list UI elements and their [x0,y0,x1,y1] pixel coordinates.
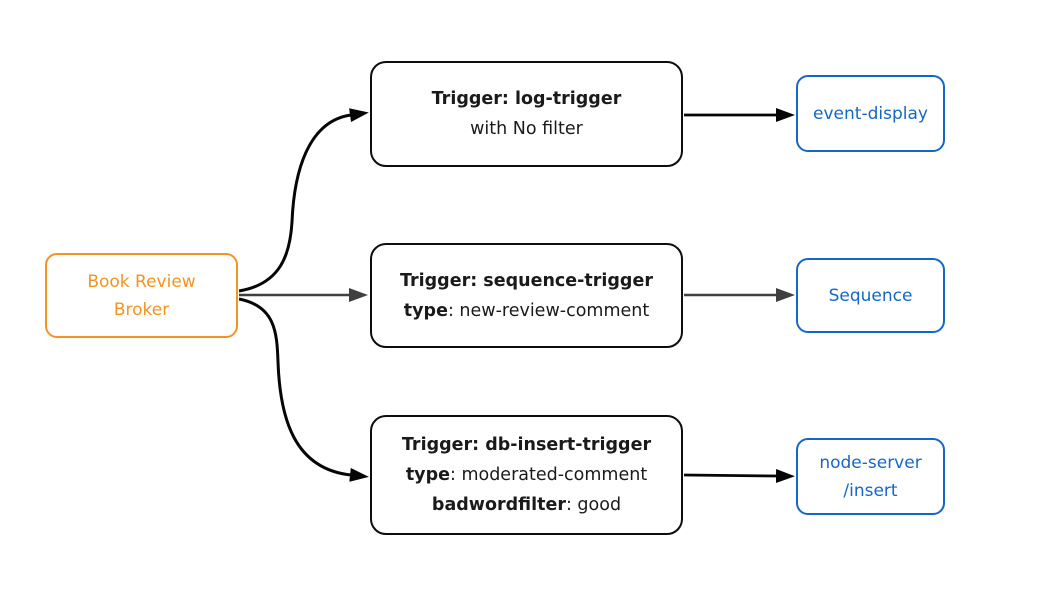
sink-node-server-label-line1: node-server [819,452,922,473]
attribute-key: badwordfilter [431,495,566,515]
edge-broker-to-trigger-db-insert [238,297,369,482]
broker-label-line2: Broker [113,299,170,320]
trigger-sequence-title: Trigger: sequence-trigger [400,270,653,291]
sink-node-server-node: node-server /insert [796,438,945,515]
attribute-value: : good [565,495,622,515]
trigger-sequence-attribute: type: new-review-comment [404,296,649,326]
trigger-db-insert-attribute-type: type: moderated-comment [406,460,647,490]
trigger-db-insert-title: Trigger: db-insert-trigger [401,435,652,455]
sink-node-server-label-line2: /insert [843,480,898,501]
broker-node: Book Review Broker [45,253,238,338]
edge-trigger-db-insert-to-sink-node-server [683,468,795,483]
attribute-value: : moderated-comment [449,465,648,485]
broker-label-line1: Book Review [87,271,196,292]
attribute-key: type [403,300,448,321]
sink-sequence-node: Sequence [796,258,945,333]
attribute-key: type [405,465,450,485]
sink-event-display-label: event-display [813,103,928,124]
trigger-db-insert-node: Trigger: db-insert-trigger type: moderat… [370,415,683,535]
trigger-sequence-node: Trigger: sequence-trigger type: new-revi… [370,243,683,348]
sink-event-display-node: event-display [796,75,945,152]
sink-sequence-label: Sequence [828,285,913,306]
edge-broker-to-trigger-log [238,108,369,293]
trigger-log-filter-note: with No filter [470,119,583,139]
attribute-value: : new-review-comment [447,300,650,321]
trigger-log-node: Trigger: log-trigger with No filter [370,61,683,167]
trigger-db-insert-attribute-badwordfilter: badwordfilter: good [432,490,621,520]
trigger-log-title: Trigger: log-trigger [431,89,622,109]
